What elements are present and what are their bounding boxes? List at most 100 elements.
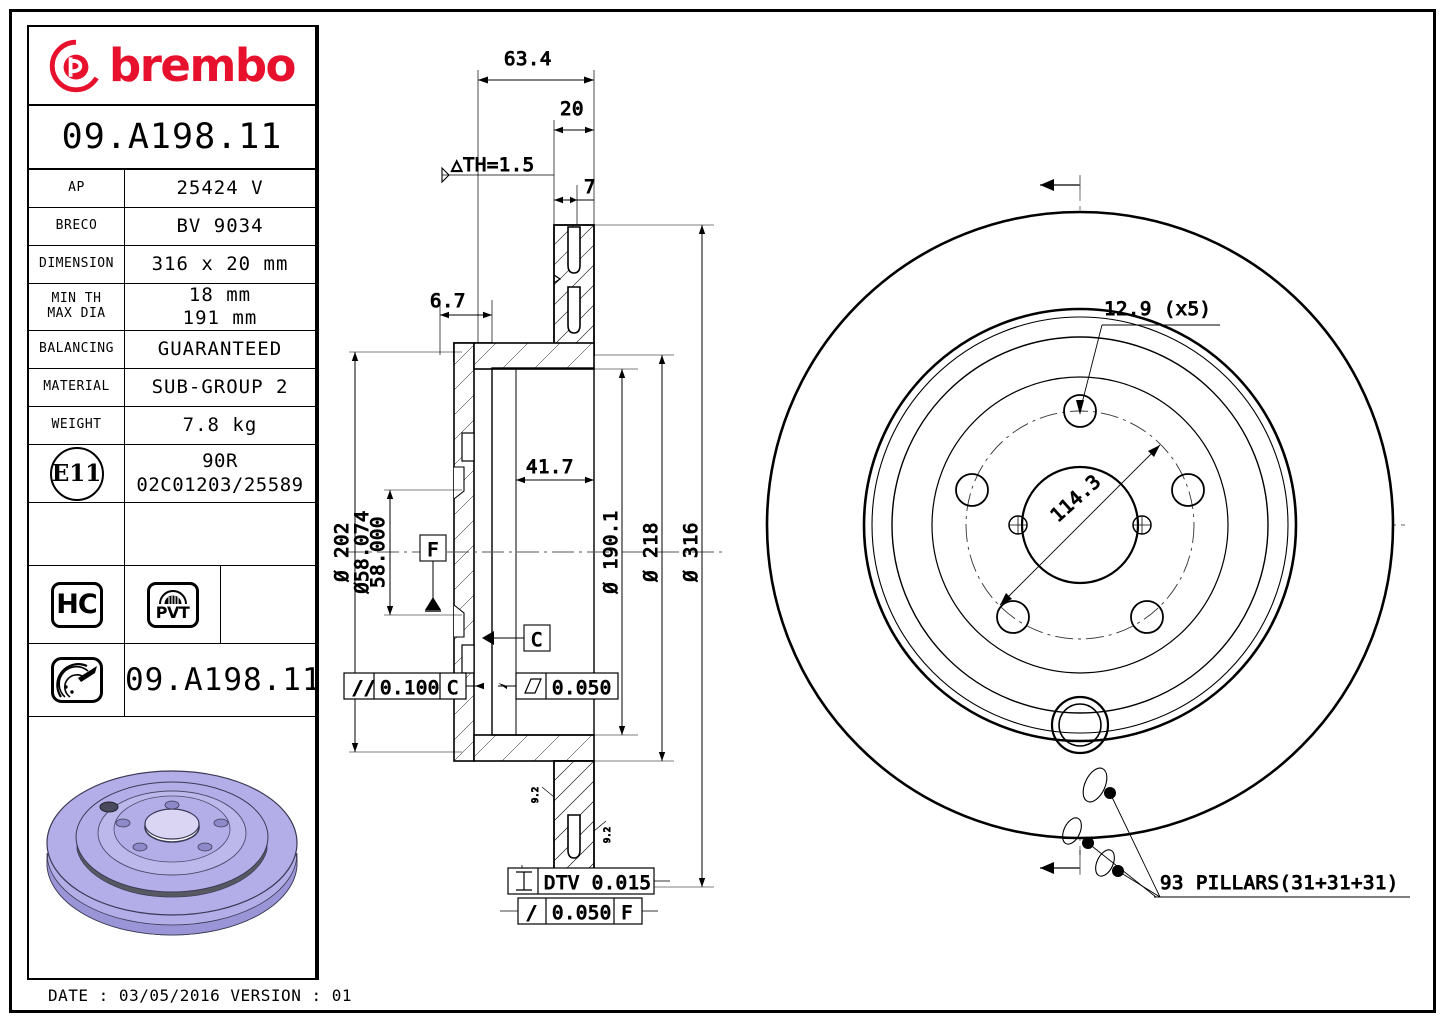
part-number: 09.A198.11 — [61, 117, 283, 157]
e11-badge: E11 — [49, 446, 104, 501]
row-label-cell: BALANCING — [29, 331, 125, 368]
footer-date-version: DATE : 03/05/2016 VERSION : 01 — [48, 986, 352, 1005]
section-arrow-bottom — [1040, 850, 1081, 874]
label-material: MATERIAL — [43, 379, 110, 395]
dim-hat-outer-dia: Ø 202 — [331, 522, 353, 582]
tolerance-frame-circular-runout: / 0.050 F — [500, 897, 658, 925]
drawing-area-divider — [317, 25, 319, 980]
tolerance-frame-parallelism: // 0.100 C — [343, 672, 484, 700]
tolerance-value-dtv: DTV 0.015 — [544, 872, 651, 894]
dim-overall-width: 63.4 — [504, 48, 552, 70]
homologation-line2: 02C01203/25589 — [136, 473, 304, 496]
value-weight: 7.8 kg — [182, 414, 258, 437]
value-ap: 25424 V — [176, 177, 264, 200]
pvt-badge-icon: PVT — [146, 581, 199, 628]
table-row-part-number-repeat: 09.A198.11 — [29, 644, 321, 717]
brake-disc-icon — [50, 657, 103, 703]
dim-vane-small-left: 9.2 — [531, 787, 541, 803]
hc-badge-icon: HC — [50, 581, 103, 628]
value-max-dia: 191 mm — [182, 307, 258, 329]
value-dimension: 316 x 20 mm — [151, 253, 289, 276]
hub-bore-max-val: 58.074 — [351, 510, 373, 582]
tolerance-symbol-parallelism: // — [352, 677, 376, 699]
table-row-weight: WEIGHT 7.8 kg — [29, 407, 315, 445]
row-value-cell: 90R 02C01203/25589 — [125, 445, 315, 502]
tolerance-frame-flatness: 0.050 — [498, 672, 619, 700]
table-row-dimension: DIMENSION 316 x 20 mm — [29, 246, 315, 284]
label-ap: AP — [68, 180, 85, 196]
label-weight: WEIGHT — [51, 417, 102, 433]
label-balancing: BALANCING — [39, 341, 114, 357]
dim-hub-bore-max: Ø58.074 — [351, 510, 373, 594]
brand-wordmark: brembo — [109, 39, 296, 92]
table-row-empty — [29, 503, 315, 566]
row-label-cell: E11 — [29, 445, 125, 502]
dim-vane-top: 7 — [584, 176, 596, 198]
table-row-ap: AP 25424 V — [29, 170, 315, 208]
row-value-cell: 09.A198.11 — [125, 644, 322, 716]
product-disc-render — [46, 769, 298, 935]
brembo-logo-icon — [49, 38, 103, 92]
dim-friction-mid-dia: Ø 218 — [640, 522, 662, 582]
tolerance-value-parallelism: 0.100 — [380, 677, 440, 699]
badge-cell-empty — [221, 566, 315, 643]
pvt-inner: PVT — [156, 589, 190, 621]
row-label-cell: WEIGHT — [29, 407, 125, 444]
table-row-product-image — [29, 717, 315, 972]
pillar-callout-group: 93 PILLARS(31+31+31) — [1062, 767, 1410, 898]
face-view: 12.9 (x5) 114.3 93 PILLARS(31+31+31) — [765, 175, 1410, 898]
row-label-cell: MATERIAL — [29, 369, 125, 406]
spec-table: brembo 09.A198.11 AP 25424 V BRECO BV 90… — [27, 25, 321, 980]
value-minth-maxdia: 18 mm 191 mm — [183, 284, 258, 330]
badge-cell-pvt: PVT — [125, 566, 221, 643]
row-value-cell: 316 x 20 mm — [125, 246, 315, 283]
hc-label: HC — [56, 589, 97, 620]
table-row-badges: HC PVT — [29, 566, 315, 644]
tolerance-value-runout: 0.050 — [552, 902, 612, 924]
dim-disc-thickness: 20 — [560, 98, 584, 120]
row-label-cell: AP — [29, 170, 125, 207]
section-view: 63.4 20 △TH=1.5 7 6.7 — [331, 48, 722, 925]
homologation-line1: 90R — [202, 449, 238, 472]
row-label-cell: MIN TH MAX DIA — [29, 284, 125, 330]
row-value-cell: 25424 V — [125, 170, 315, 207]
row-label-cell: BRECO — [29, 208, 125, 245]
section-arrow-top — [1040, 175, 1081, 191]
row-label-cell: DIMENSION — [29, 246, 125, 283]
annotation-bolt-hole: 12.9 (x5) — [1104, 298, 1211, 320]
table-row-material: MATERIAL SUB-GROUP 2 — [29, 369, 315, 407]
datum-c-label: C — [531, 629, 543, 651]
brand-logo-row: brembo — [29, 27, 315, 106]
label-max-dia: MAX DIA — [47, 306, 106, 321]
dim-outer-dia: Ø 316 — [680, 522, 702, 582]
dim-inner-depth: 41.7 — [526, 456, 574, 478]
tolerance-datum-runout: F — [621, 902, 633, 924]
label-dimension: DIMENSION — [39, 256, 114, 272]
dim-th-tolerance: △TH=1.5 — [451, 154, 535, 176]
datum-f-label: F — [427, 539, 439, 561]
annotation-pillars: 93 PILLARS(31+31+31) — [1160, 872, 1399, 894]
row-label-cell — [29, 644, 125, 716]
dim-vane-small-right: 9.2 — [603, 827, 613, 843]
value-material: SUB-GROUP 2 — [151, 376, 289, 399]
row-value-cell: GUARANTEED — [125, 331, 315, 368]
part-number-repeat: 09.A198.11 — [125, 662, 322, 698]
dim-hat-step: 6.7 — [430, 290, 466, 312]
row-value-cell: SUB-GROUP 2 — [125, 369, 315, 406]
part-number-row: 09.A198.11 — [29, 106, 315, 170]
row-value-cell — [125, 503, 315, 565]
tolerance-symbol-runout: / — [526, 902, 538, 924]
label-minth-maxdia: MIN TH MAX DIA — [47, 291, 106, 322]
label-breco: BRECO — [55, 218, 98, 234]
table-row-minth-maxdia: MIN TH MAX DIA 18 mm 191 mm — [29, 284, 315, 331]
pvt-arc-icon — [158, 589, 187, 604]
table-row-homologation: E11 90R 02C01203/25589 — [29, 445, 315, 503]
hub-bore-prefix: Ø — [351, 582, 373, 594]
homologation-code: 90R 02C01203/25589 — [136, 450, 303, 498]
table-row-balancing: BALANCING GUARANTEED — [29, 331, 315, 369]
badge-cell-hc: HC — [29, 566, 125, 643]
sheet-border — [9, 9, 1436, 1013]
table-row-breco: BRECO BV 9034 — [29, 208, 315, 246]
row-value-cell: 7.8 kg — [125, 407, 315, 444]
